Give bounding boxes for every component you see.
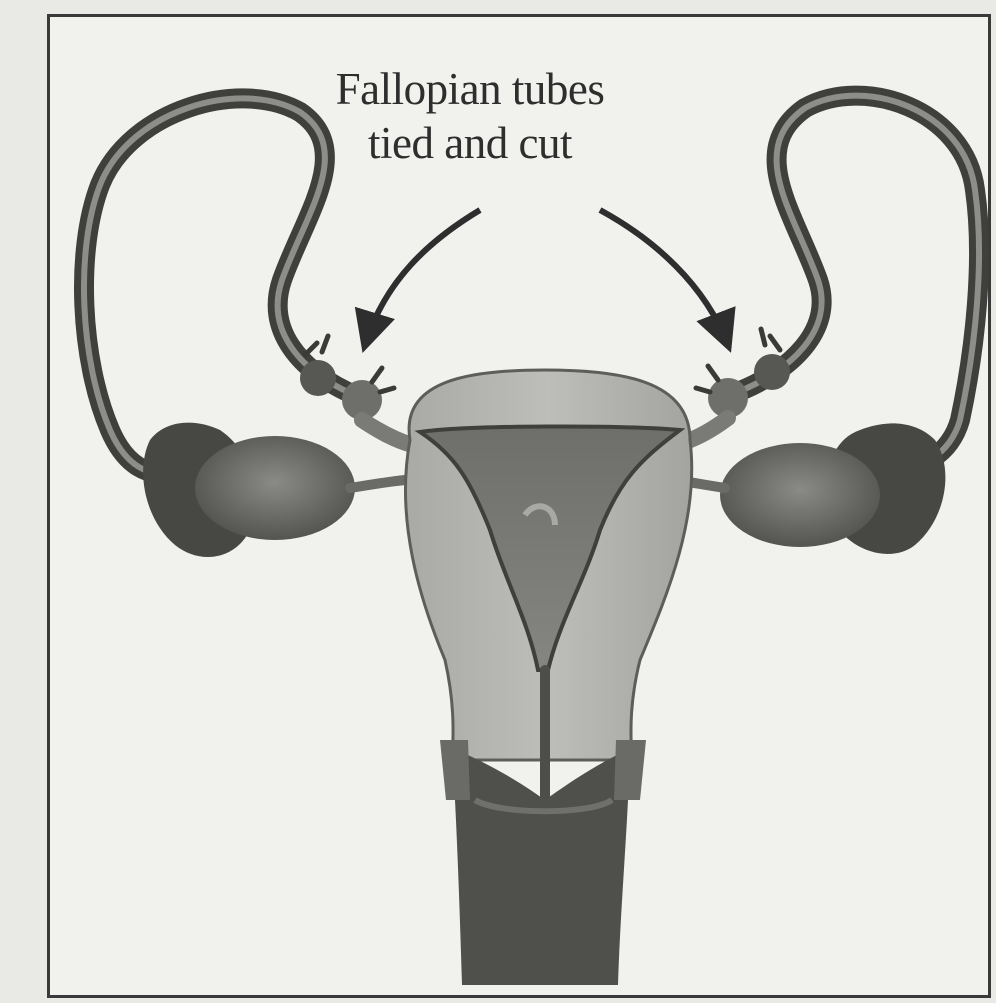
right-fallopian-tube xyxy=(735,96,979,464)
left-fallopian-tube xyxy=(84,98,350,473)
left-ovary xyxy=(195,436,355,540)
annotation-line-1: Fallopian tubes xyxy=(320,62,620,116)
right-ligation-site xyxy=(682,329,790,443)
left-ligation-site xyxy=(300,336,412,445)
annotation-label: Fallopian tubes tied and cut xyxy=(320,62,620,170)
annotation-line-2: tied and cut xyxy=(320,116,620,170)
right-ovary xyxy=(720,443,880,547)
left-arrow xyxy=(365,210,480,345)
right-arrow xyxy=(600,210,728,345)
